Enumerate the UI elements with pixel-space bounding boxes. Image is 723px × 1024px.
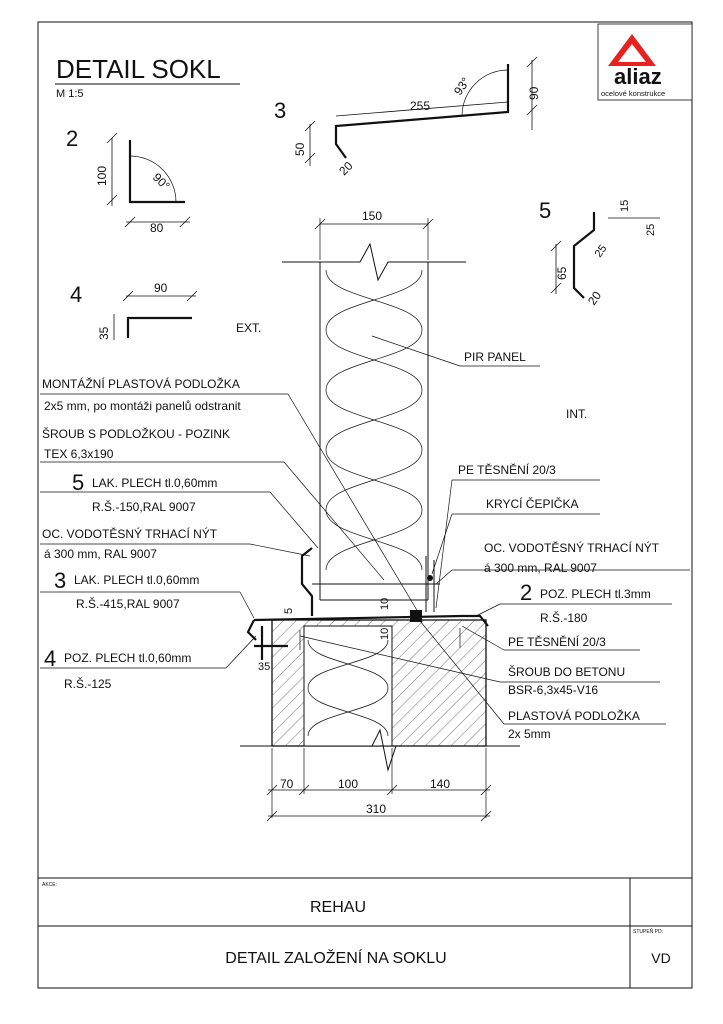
screw-label: ŠROUB S PODLOŽKOU - POZINK (42, 426, 230, 441)
project-name: REHAU (310, 899, 366, 916)
exterior-label: EXT. (236, 321, 261, 335)
seal-top-label: PE TĚSNĚNÍ 20/3 (458, 462, 556, 477)
plastic-pad2-spec: 2x 5mm (508, 727, 551, 741)
item-5-label: LAK. PLECH tl.0,60mm (92, 476, 217, 490)
screw-spec: TEX 6,3x190 (44, 447, 114, 461)
piece-4: 4 90 35 (70, 281, 198, 340)
concrete-screw-spec: BSR-6,3x45-V16 (508, 683, 598, 697)
item-3-number: 3 (54, 568, 66, 593)
item-2-label: POZ. PLECH tl.3mm (540, 587, 651, 601)
stage-label: STUPEŇ PD: (633, 928, 663, 935)
item-2-spec: R.Š.-180 (540, 610, 588, 625)
cap-label: KRYCÍ ČEPIČKA (486, 496, 578, 511)
piece-5: 5 15 25 25 65 20 (539, 198, 660, 308)
panel-width-dim: 150 (362, 209, 382, 223)
piece-5-upper-left: 25 (593, 243, 610, 260)
dim-140: 140 (430, 777, 450, 791)
dim-10-upper: 10 (379, 598, 391, 610)
rivet-left-spec: á 300 mm, RAL 9007 (44, 547, 157, 561)
base-dimensions: 70 100 140 310 (266, 748, 492, 822)
item-3-spec: R.Š.-415,RAL 9007 (76, 596, 180, 611)
concrete-plinth (240, 619, 520, 772)
piece-5-top: 15 (619, 200, 631, 212)
akce-label: AKCE: (42, 882, 57, 888)
dim-70: 70 (280, 777, 294, 791)
small-dimensions: 5 10 10 35 (258, 598, 391, 673)
piece-4-number: 4 (70, 282, 82, 307)
item-2-number: 2 (520, 580, 532, 605)
piece-3-angle: 93° (451, 75, 473, 98)
rivet-left-label: OC. VODOTĚSNÝ TRHACÍ NÝT (42, 526, 218, 541)
plastic-pad-label: MONTÁŽNÍ PLASTOVÁ PODLOŽKA (42, 376, 240, 391)
piece-3-length: 255 (410, 99, 430, 113)
piece-3-left-height: 50 (293, 142, 307, 156)
item-5-spec: R.Š.-150,RAL 9007 (92, 499, 196, 514)
dim-10-lower: 10 (379, 628, 391, 640)
dim-100: 100 (338, 777, 358, 791)
drawing-name: DETAIL ZALOŽENÍ NA SOKLU (225, 948, 446, 967)
piece-3-number: 3 (274, 98, 286, 123)
piece-3: 3 93° 255 90 50 20 (274, 56, 541, 179)
piece-5-number: 5 (539, 198, 551, 223)
seal-bottom-label: PE TĚSNĚNÍ 20/3 (508, 634, 606, 649)
piece-4-width: 90 (154, 281, 168, 295)
item-3-label: LAK. PLECH tl.0,60mm (74, 573, 199, 587)
piece-3-hem: 20 (336, 159, 356, 179)
plastic-pad-note: 2x5 mm, po montáži panelů odstranit (44, 399, 241, 413)
base-flashings (246, 547, 489, 660)
logo-tagline: ocelové konstrukce (601, 89, 665, 98)
concrete-screw-label: ŠROUB DO BETONU (508, 664, 625, 679)
piece-4-height: 35 (97, 326, 111, 340)
dim-5: 5 (283, 608, 295, 614)
dim-35: 35 (258, 661, 270, 673)
page-title: DETAIL SOKL (56, 54, 221, 84)
item-4-number: 4 (44, 646, 56, 671)
piece-5-upper-right: 25 (645, 224, 657, 236)
piece-2-number: 2 (66, 126, 78, 151)
pir-panel-label: PIR PANEL (464, 350, 526, 364)
piece-3-right-height: 90 (527, 86, 541, 100)
piece-5-height: 65 (555, 266, 569, 280)
stage-value: VD (651, 950, 670, 966)
interior-label: INT. (566, 407, 587, 421)
item-5-number: 5 (72, 470, 84, 495)
item-4-label: POZ. PLECH tl.0,60mm (64, 651, 191, 665)
drawing-frame (37, 21, 693, 989)
dim-total: 310 (366, 802, 386, 816)
pir-panel: 150 (282, 209, 466, 601)
item-4-spec: R.Š.-125 (64, 676, 112, 691)
piece-2-width: 80 (150, 221, 164, 235)
rivet-right-label: OC. VODOTĚSNÝ TRHACÍ NÝT (484, 540, 660, 555)
piece-5-hem: 20 (585, 288, 604, 307)
logo-name: aliaz (614, 64, 662, 89)
scale-label: M 1:5 (56, 88, 84, 100)
plastic-pad2-label: PLASTOVÁ PODLOŽKA (508, 708, 640, 723)
title-block: AKCE: REHAU DETAIL ZALOŽENÍ NA SOKLU STU… (38, 877, 692, 988)
callout-texts: PIR PANEL MONTÁŽNÍ PLASTOVÁ PODLOŽKA 2x5… (42, 350, 660, 741)
company-logo: aliaz ocelové konstrukce (597, 23, 693, 101)
piece-2-angle: 90° (150, 170, 173, 193)
piece-2-height: 100 (95, 166, 109, 186)
leader-lines (40, 335, 690, 725)
piece-2: 2 90° 100 80 (66, 126, 191, 235)
rivet-right-spec: á 300 mm, RAL 9007 (484, 561, 597, 575)
